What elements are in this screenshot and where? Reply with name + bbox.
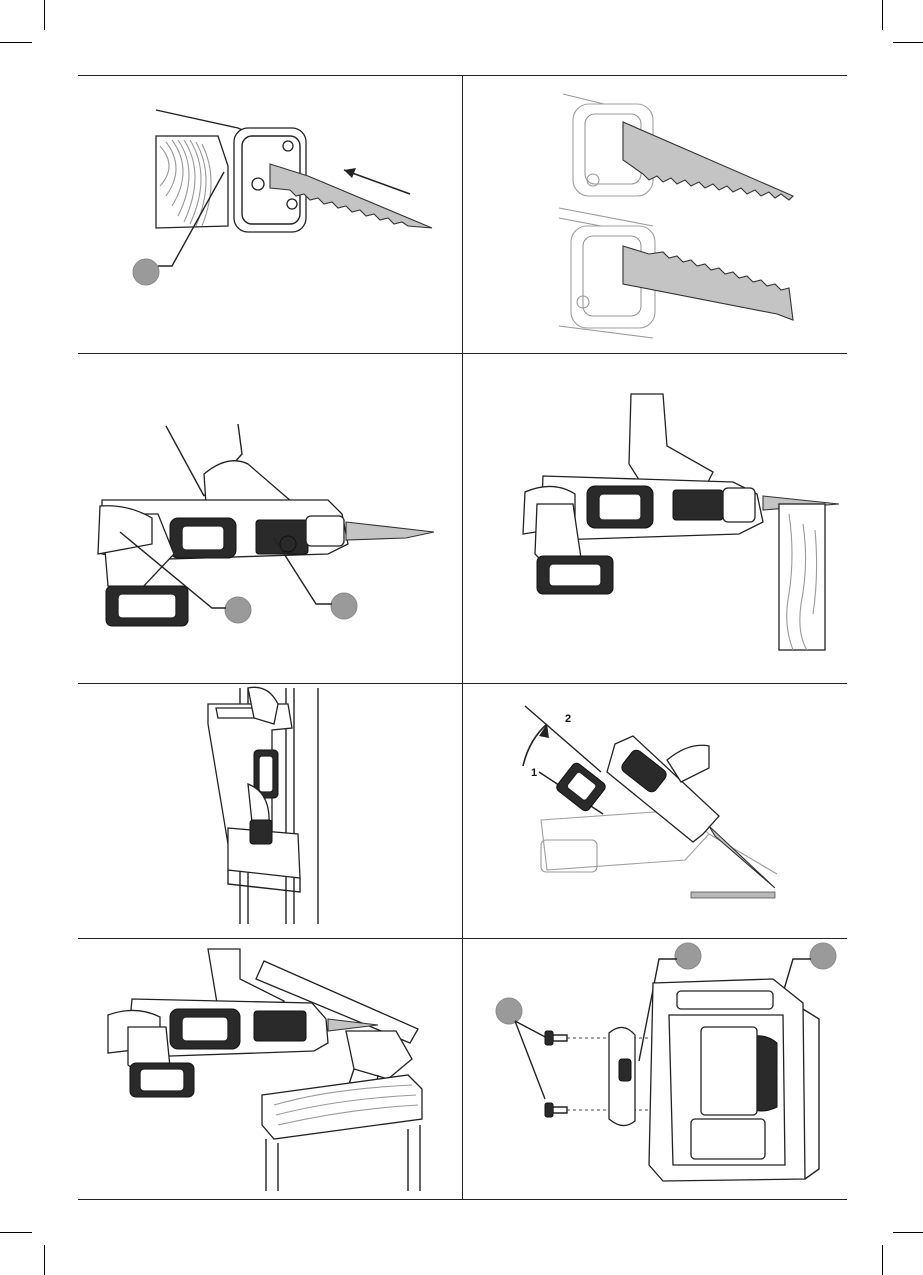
- figure-cutting-wood: [463, 354, 847, 683]
- crop-mark: [882, 0, 883, 30]
- vise-cut-illustration: [78, 939, 462, 1199]
- workpiece-surface: [691, 892, 775, 898]
- blade-insert-illustration: [78, 76, 462, 353]
- screw-upper: [545, 1031, 567, 1045]
- callout-circle: [810, 943, 836, 969]
- screw-lower: [545, 1103, 567, 1117]
- saw-ghost-position: [541, 810, 777, 874]
- figure-flush-cut: [78, 684, 462, 938]
- crop-mark: [0, 1232, 32, 1233]
- step-label-1: 1: [531, 767, 537, 779]
- cutting-wood-illustration: [463, 354, 847, 683]
- callout-circle: [496, 998, 522, 1024]
- crop-mark: [882, 1245, 883, 1275]
- plunge-cut-illustration: 2 1: [463, 684, 847, 938]
- figure-blade-orientation: [463, 76, 847, 353]
- two-hand-grip-illustration: [78, 354, 462, 683]
- saw-blade: [709, 826, 775, 888]
- figure-vise-cut: [78, 939, 462, 1199]
- crop-mark: [893, 1232, 923, 1233]
- figure-belt-hook-install: [463, 939, 847, 1199]
- crop-mark: [0, 42, 32, 43]
- wood-plank: [779, 504, 825, 650]
- belt-hook-illustration: [463, 939, 847, 1199]
- flush-cut-illustration: [78, 684, 462, 938]
- grid-divider: [78, 1199, 847, 1200]
- crop-mark: [44, 0, 45, 30]
- callout-circle: [331, 593, 357, 619]
- blade-orientation-illustration: [463, 76, 847, 353]
- saw-blade: [346, 522, 434, 540]
- figure-two-hand-grip: [78, 354, 462, 683]
- step-label-2: 2: [565, 713, 571, 725]
- crop-mark: [44, 1245, 45, 1275]
- figure-blade-insert: [78, 76, 462, 353]
- crop-mark: [893, 42, 923, 43]
- callout-circle: [225, 597, 251, 623]
- workbench-top: [262, 1075, 422, 1139]
- figure-plunge-cut: 2 1: [463, 684, 847, 938]
- callout-circle: [133, 259, 159, 285]
- callout-circle: [675, 943, 701, 969]
